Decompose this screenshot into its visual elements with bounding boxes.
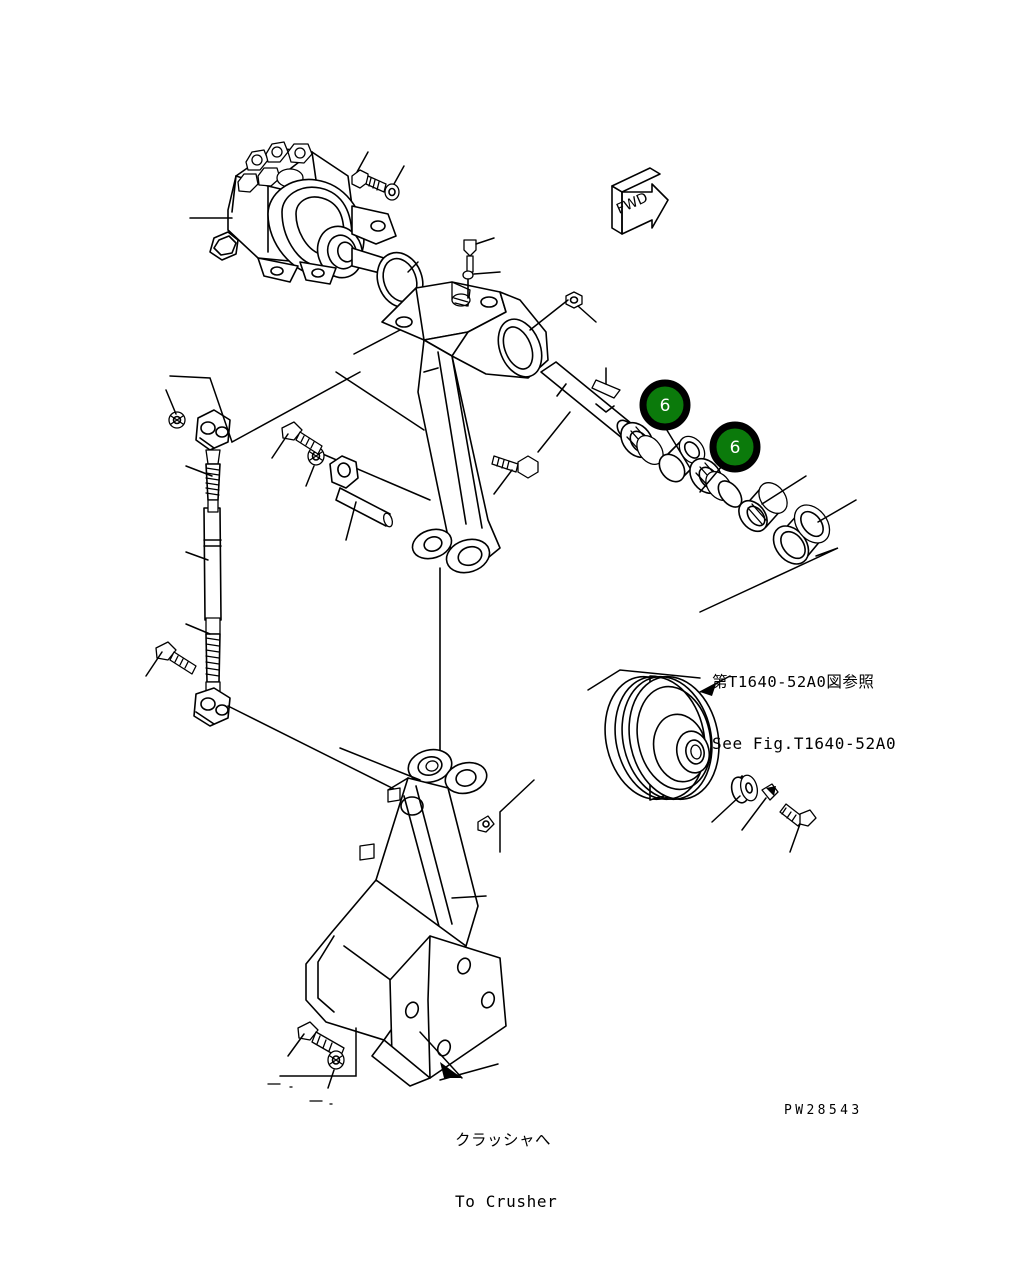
pump-bolt-upper	[351, 169, 387, 193]
turnbuckle-rod	[203, 499, 222, 635]
leader-pulley-washer	[711, 795, 741, 823]
to-crusher-note: クラッシャへ To Crusher	[455, 1090, 557, 1253]
arm-side-nut	[477, 815, 495, 833]
leader-clevis-lower	[227, 705, 397, 791]
fwd-direction-icon: FWD	[611, 167, 669, 235]
leader-oil-seal	[761, 475, 807, 505]
leader-arm-body	[451, 895, 487, 899]
clevis-lower	[193, 681, 231, 727]
leader-top-bolt	[475, 237, 495, 245]
leader-v-join	[699, 547, 839, 613]
clevis-upper	[195, 409, 231, 465]
leader-bracket-lower	[279, 1027, 357, 1077]
leader-arm-bolt-lower	[499, 779, 535, 853]
leader-turnbuckle	[185, 551, 209, 561]
pump-mount-bracket	[381, 281, 549, 574]
leader-clevis-bolt	[145, 651, 163, 677]
hydraulic-pump-assembly	[209, 141, 397, 285]
leader-arm	[335, 371, 425, 431]
v-belt-pulley	[604, 675, 720, 801]
to-crusher-arrow	[419, 1031, 463, 1079]
leader-tension-arm	[339, 747, 421, 781]
leader-pulley-lockwasher	[741, 797, 767, 831]
see-fig-note-jp: 第T1640-52A0図参照	[712, 672, 875, 691]
see-fig-note-en: See Fig.T1640-52A0	[712, 733, 897, 753]
pulley-bolt	[779, 803, 817, 827]
drawing-number: PW28543	[784, 1103, 863, 1118]
housing-nut	[565, 291, 583, 309]
to-crusher-note-en: To Crusher	[455, 1191, 558, 1211]
callout-6-lower-label: 6	[730, 438, 741, 458]
bracket-top-bolt	[463, 239, 477, 273]
leader-pump-washer	[393, 165, 405, 185]
lock-washer-lower	[327, 1050, 345, 1070]
callout-6-lower[interactable]: 6	[709, 421, 761, 473]
callout-6-upper-label: 6	[660, 396, 671, 416]
leader-lock-washer	[327, 1069, 335, 1089]
leader-thread-lower	[185, 623, 211, 635]
woodruff-key	[591, 379, 621, 399]
oil-seal	[738, 482, 788, 533]
leader-shaft	[537, 411, 571, 453]
see-fig-note: 第T1640-52A0図参照 See Fig.T1640-52A0	[712, 632, 896, 795]
leader-callout-lower	[699, 465, 723, 493]
callout-6-upper[interactable]: 6	[639, 379, 691, 431]
pulley-washer	[730, 774, 759, 804]
leader-callout-upper	[664, 426, 691, 469]
fwd-label: FWD	[614, 190, 650, 218]
leader-housing-nut-2	[529, 299, 569, 331]
rod-thread-lower	[205, 633, 221, 683]
rod-thread-upper	[205, 463, 221, 501]
arm-bolt	[491, 455, 539, 479]
leader-pump-bolt	[356, 151, 369, 173]
see-fig-arrow	[699, 675, 731, 696]
leader-pin	[345, 501, 357, 541]
leader-housing-nut	[577, 305, 597, 323]
pivot-pin	[329, 455, 394, 528]
retainer-ring	[772, 504, 831, 565]
leader-o-ring	[407, 261, 419, 273]
faint-item-marks	[267, 1083, 333, 1105]
leader-retainer	[817, 499, 857, 523]
leader-pin-bolt	[271, 433, 289, 459]
pump-washer-upper	[384, 183, 400, 201]
leader-pulley	[587, 669, 701, 691]
pulley-lockwasher	[761, 783, 779, 801]
clevis-lower-bolt	[155, 641, 197, 675]
to-crusher-note-jp: クラッシャへ	[455, 1130, 552, 1149]
leader-arm-bolt	[493, 469, 513, 495]
leader-pin-washer	[305, 465, 315, 487]
bracket-top-pin	[462, 270, 474, 299]
leader-mounting-bolt	[287, 1033, 305, 1057]
clevis-upper-nut	[168, 411, 186, 429]
leader-pulley-bolt	[789, 823, 801, 853]
tension-arm	[305, 748, 507, 1087]
leader-thread-upper	[185, 465, 213, 477]
leader-top-pin	[473, 271, 501, 275]
leader-bracket	[353, 329, 401, 355]
leader-clevis-nut	[165, 389, 177, 415]
pin-bolt	[281, 421, 323, 455]
leader-rod-top	[169, 371, 361, 444]
